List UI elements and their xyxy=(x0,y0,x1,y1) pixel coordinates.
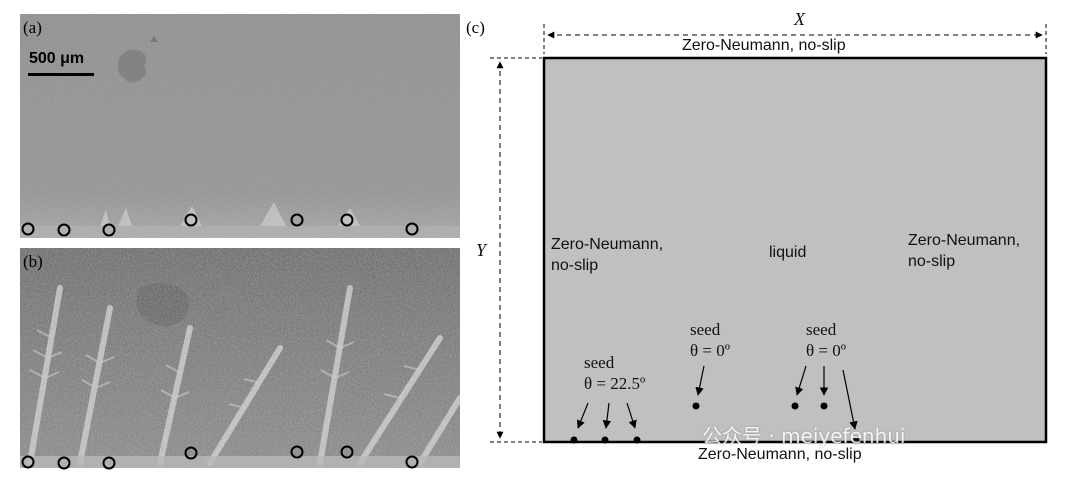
seed-marker xyxy=(340,213,354,227)
seed-marker xyxy=(102,456,116,470)
liquid-label: liquid xyxy=(769,244,807,261)
bottom-boundary-condition: Zero-Neumann, no-slip xyxy=(698,446,862,463)
micrograph-a-image xyxy=(20,14,460,238)
panel-a-label: (a) xyxy=(23,18,42,37)
scale-bar xyxy=(28,73,94,76)
micrograph-a xyxy=(20,14,460,238)
seed-dot xyxy=(601,436,609,444)
y-dimension-label: Y xyxy=(476,240,487,260)
left-bc-line1: Zero-Neumann, xyxy=(551,236,664,253)
seed-marker xyxy=(21,222,35,236)
seed-marker xyxy=(290,213,304,227)
seed-marker xyxy=(57,223,71,237)
left-boundary-condition: Zero-Neumann, no-slip xyxy=(551,234,663,276)
seed-marker xyxy=(405,455,419,469)
seed-marker xyxy=(340,445,354,459)
seed2-label: seed xyxy=(690,320,721,339)
seed-dot xyxy=(570,436,578,444)
seed-dot xyxy=(791,402,799,410)
right-boundary-condition: Zero-Neumann, no-slip xyxy=(908,230,1020,272)
micrograph-b-image xyxy=(20,248,460,468)
seed2-theta: θ = 0º xyxy=(690,341,731,360)
seed-marker xyxy=(184,213,198,227)
seed-marker xyxy=(102,223,116,237)
domain-box xyxy=(542,56,1048,444)
seed-marker xyxy=(405,222,419,236)
seed-marker xyxy=(290,445,304,459)
seed-marker xyxy=(21,455,35,469)
seed-dot xyxy=(633,436,641,444)
top-boundary-condition: Zero-Neumann, no-slip xyxy=(682,37,846,54)
watermark: 公众号 · meiyefenhui xyxy=(702,424,906,448)
seed-dot xyxy=(692,402,700,410)
seed3-label: seed xyxy=(806,320,837,339)
seed-dot xyxy=(852,436,860,444)
right-bc-line2: no-slip xyxy=(908,253,956,270)
micrograph-b xyxy=(20,248,460,468)
seed1-theta: θ = 22.5º xyxy=(584,374,646,393)
panel-c-label: (c) xyxy=(466,18,485,37)
x-dimension-label: X xyxy=(794,9,805,29)
domain-diagram xyxy=(490,24,1048,444)
right-bc-line1: Zero-Neumann, xyxy=(908,232,1021,249)
left-bc-line2: no-slip xyxy=(551,257,599,274)
seed-markers-overlay xyxy=(21,213,419,470)
seed-marker xyxy=(57,456,71,470)
seed-dot xyxy=(820,402,828,410)
scale-bar-label: 500 μm xyxy=(29,50,85,67)
seed1-label: seed xyxy=(584,353,615,372)
panel-b-label: (b) xyxy=(23,252,43,271)
seed-marker xyxy=(184,446,198,460)
seed3-theta: θ = 0º xyxy=(806,341,847,360)
